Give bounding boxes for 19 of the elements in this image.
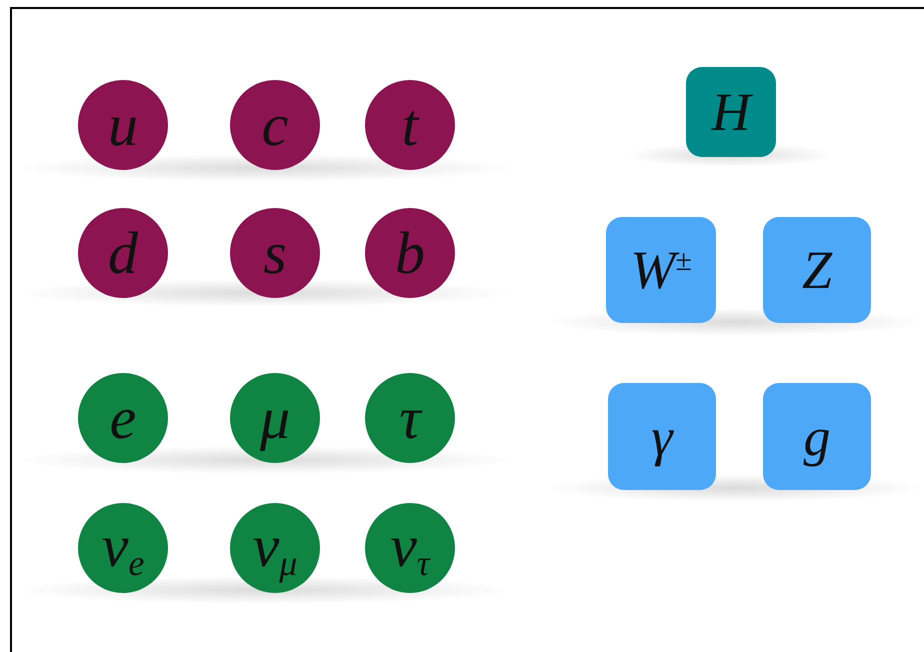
particle-symbol: ν$_{μ}$ xyxy=(252,516,298,580)
particle-symbol: d xyxy=(108,223,138,283)
particle-symbol: τ xyxy=(399,388,421,448)
particle-symbol: W$^{±}$ xyxy=(630,243,692,297)
particle-symbol: c xyxy=(262,95,288,155)
boson-tile xyxy=(763,383,871,490)
particle-symbol: b xyxy=(395,223,425,283)
particle-symbol: t xyxy=(402,95,418,155)
particle-symbol: e xyxy=(110,388,136,448)
particle-symbol: s xyxy=(263,223,287,283)
particle-symbol: ν$_{e}$ xyxy=(102,516,144,580)
boson-tile xyxy=(763,217,871,323)
particle-symbol: u xyxy=(108,95,138,155)
particle-symbol: Z xyxy=(802,243,832,297)
particle-symbol: H xyxy=(712,85,750,139)
particle-symbol: ν$_{τ}$ xyxy=(390,516,430,580)
boson-tile xyxy=(686,67,776,157)
boson-tile xyxy=(606,217,716,323)
boson-tile xyxy=(608,383,716,490)
